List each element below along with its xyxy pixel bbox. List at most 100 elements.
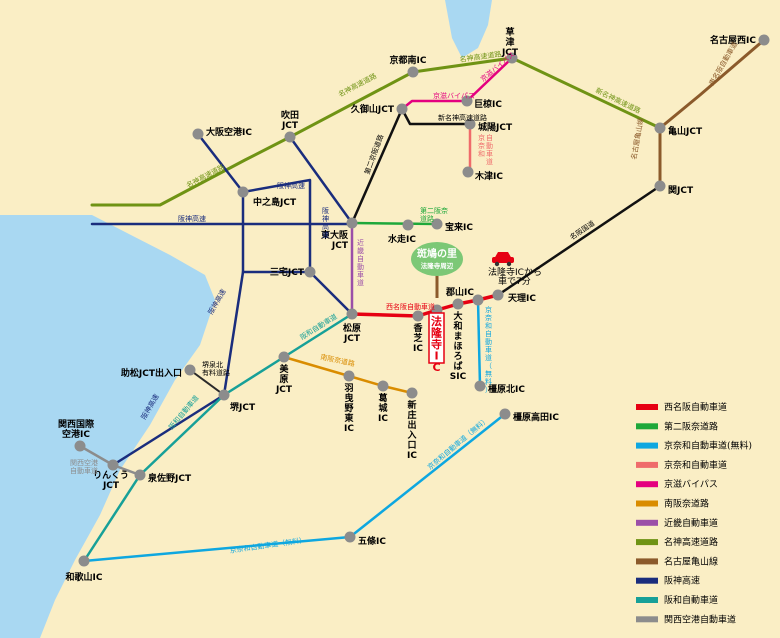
legend-label: 阪神高速 bbox=[664, 575, 700, 587]
node-itami[interactable] bbox=[192, 128, 204, 140]
node-suita[interactable] bbox=[284, 131, 296, 143]
road-segment bbox=[476, 298, 482, 388]
callout-subtitle: 法隆寺周辺 bbox=[421, 261, 454, 270]
node-kashihara_takada[interactable] bbox=[499, 408, 511, 420]
route-label-kix_road: 関西空港自動車道 bbox=[70, 458, 98, 475]
legend-swatch bbox=[636, 616, 658, 623]
road-segment bbox=[282, 355, 414, 395]
node-nakanoshima[interactable] bbox=[237, 186, 249, 198]
node-koriyama[interactable] bbox=[472, 294, 484, 306]
node-kix_ic[interactable] bbox=[74, 440, 86, 452]
legend-label: 阪和自動車道 bbox=[664, 594, 718, 606]
route-label-keinawa_south: 京奈和自動車道（無料） bbox=[229, 535, 307, 555]
legend: 西名阪自動車道第二阪奈道路京奈和自動車道(無料)京奈和自動車道京滋バイパス南阪奈… bbox=[636, 401, 752, 625]
legend-swatch bbox=[636, 423, 658, 430]
label-joyo: 城陽JCT bbox=[478, 121, 513, 133]
node-joyo[interactable] bbox=[464, 118, 476, 130]
legend-swatch bbox=[636, 519, 658, 526]
road-segment bbox=[496, 184, 662, 297]
node-kyoto_minami[interactable] bbox=[407, 66, 419, 78]
legend-swatch bbox=[636, 597, 658, 603]
legend-label: 西名阪自動車道 bbox=[664, 401, 727, 413]
car-icon bbox=[492, 252, 514, 267]
legend-label: 京奈和自動車道(無料) bbox=[664, 440, 752, 452]
legend-label: 関西空港自動車道 bbox=[664, 613, 736, 625]
node-sakai[interactable] bbox=[218, 389, 230, 401]
label-tenri: 天理IC bbox=[508, 293, 536, 304]
osaka-bay bbox=[0, 215, 215, 638]
route-label-kinki: 近畿自動車道 bbox=[357, 238, 364, 287]
label-kameyama: 亀山JCT bbox=[668, 125, 703, 137]
label-seki: 関JCT bbox=[668, 185, 694, 196]
label-nakanoshima: 中之島JCT bbox=[253, 196, 297, 208]
node-higashi_osaka[interactable] bbox=[346, 217, 358, 229]
legend-swatch bbox=[636, 539, 658, 546]
node-wakayama[interactable] bbox=[78, 555, 90, 567]
road-segment bbox=[350, 221, 439, 226]
legend-swatch bbox=[636, 442, 658, 449]
node-nagoya_nishi[interactable] bbox=[758, 34, 770, 46]
node-yamato[interactable] bbox=[452, 298, 464, 310]
legend-label: 名神高速道路 bbox=[664, 536, 718, 548]
node-seki[interactable] bbox=[654, 180, 666, 192]
route-label-nishi_meihan: 西名阪自動車道 bbox=[386, 302, 435, 311]
node-sukematsu[interactable] bbox=[184, 364, 196, 376]
node-ogura[interactable] bbox=[461, 95, 473, 107]
label-kizu: 木津IC bbox=[474, 170, 503, 182]
road-segment bbox=[350, 107, 404, 225]
legend-swatch bbox=[636, 481, 658, 488]
label-nagoya_nishi: 名古屋西IC bbox=[710, 34, 756, 46]
node-kumiyama[interactable] bbox=[396, 103, 408, 115]
node-katsuragi[interactable] bbox=[377, 380, 389, 392]
node-kashihara_kita[interactable] bbox=[474, 380, 486, 392]
road-segment bbox=[189, 369, 225, 396]
route-label-keishi_mid: 京滋バイパス bbox=[433, 91, 475, 100]
route-label-nagoya_kameyama: 名古屋亀山線 bbox=[629, 117, 645, 160]
node-matsubara[interactable] bbox=[346, 308, 358, 320]
node-kashiba[interactable] bbox=[412, 310, 424, 322]
route-label-keinawa_free2: 京奈和自動車道（無料） bbox=[426, 415, 491, 471]
legend-label: 第二阪奈道路 bbox=[664, 420, 718, 432]
road-segment bbox=[400, 99, 469, 111]
route-label-daini_hanna: 第二阪奈道路 bbox=[420, 206, 448, 223]
label-kix_ic: 関西国際空港IC bbox=[58, 418, 95, 440]
route-label-hanshin_h: 阪神高速 bbox=[178, 214, 206, 223]
node-sanno[interactable] bbox=[304, 266, 316, 278]
node-rinku[interactable] bbox=[107, 459, 119, 471]
node-kizu[interactable] bbox=[462, 166, 474, 178]
callout-title: 斑鳩の里 bbox=[417, 247, 457, 260]
node-kusatsu[interactable] bbox=[506, 52, 518, 64]
label-ogura: 巨椋IC bbox=[474, 98, 502, 110]
road-segment bbox=[196, 132, 312, 274]
label-mizuhashiri: 水走IC bbox=[388, 233, 416, 245]
node-kameyama[interactable] bbox=[654, 122, 666, 134]
legend-swatch bbox=[636, 404, 658, 410]
lake-biwa bbox=[445, 0, 492, 58]
label-kashihara_takada: 橿原高田IC bbox=[513, 411, 559, 423]
legend-swatch bbox=[636, 558, 658, 565]
label-izumisano: 泉佐野JCT bbox=[147, 472, 192, 484]
route-label-keinawa_north: 京奈和自動車道 bbox=[478, 133, 493, 166]
node-izumisano[interactable] bbox=[134, 469, 146, 481]
node-mihara[interactable] bbox=[278, 351, 290, 363]
node-shinjo[interactable] bbox=[406, 387, 418, 399]
node-mizuhashiri[interactable] bbox=[402, 219, 414, 231]
legend-swatch bbox=[636, 500, 658, 507]
legend-label: 近畿自動車道 bbox=[664, 517, 718, 529]
label-gojo: 五條IC bbox=[358, 535, 386, 547]
legend-label: 京滋バイパス bbox=[664, 478, 718, 490]
ikaruga-callout: 斑鳩の里 法隆寺周辺 bbox=[411, 242, 463, 298]
node-gojo[interactable] bbox=[344, 531, 356, 543]
road-segment bbox=[241, 190, 354, 316]
node-hosshoji_ic[interactable] bbox=[431, 218, 443, 230]
node-habikino[interactable] bbox=[343, 370, 355, 382]
road-segment bbox=[400, 107, 472, 126]
legend-label: 京奈和自動車道 bbox=[664, 459, 727, 471]
node-tenri[interactable] bbox=[492, 289, 504, 301]
